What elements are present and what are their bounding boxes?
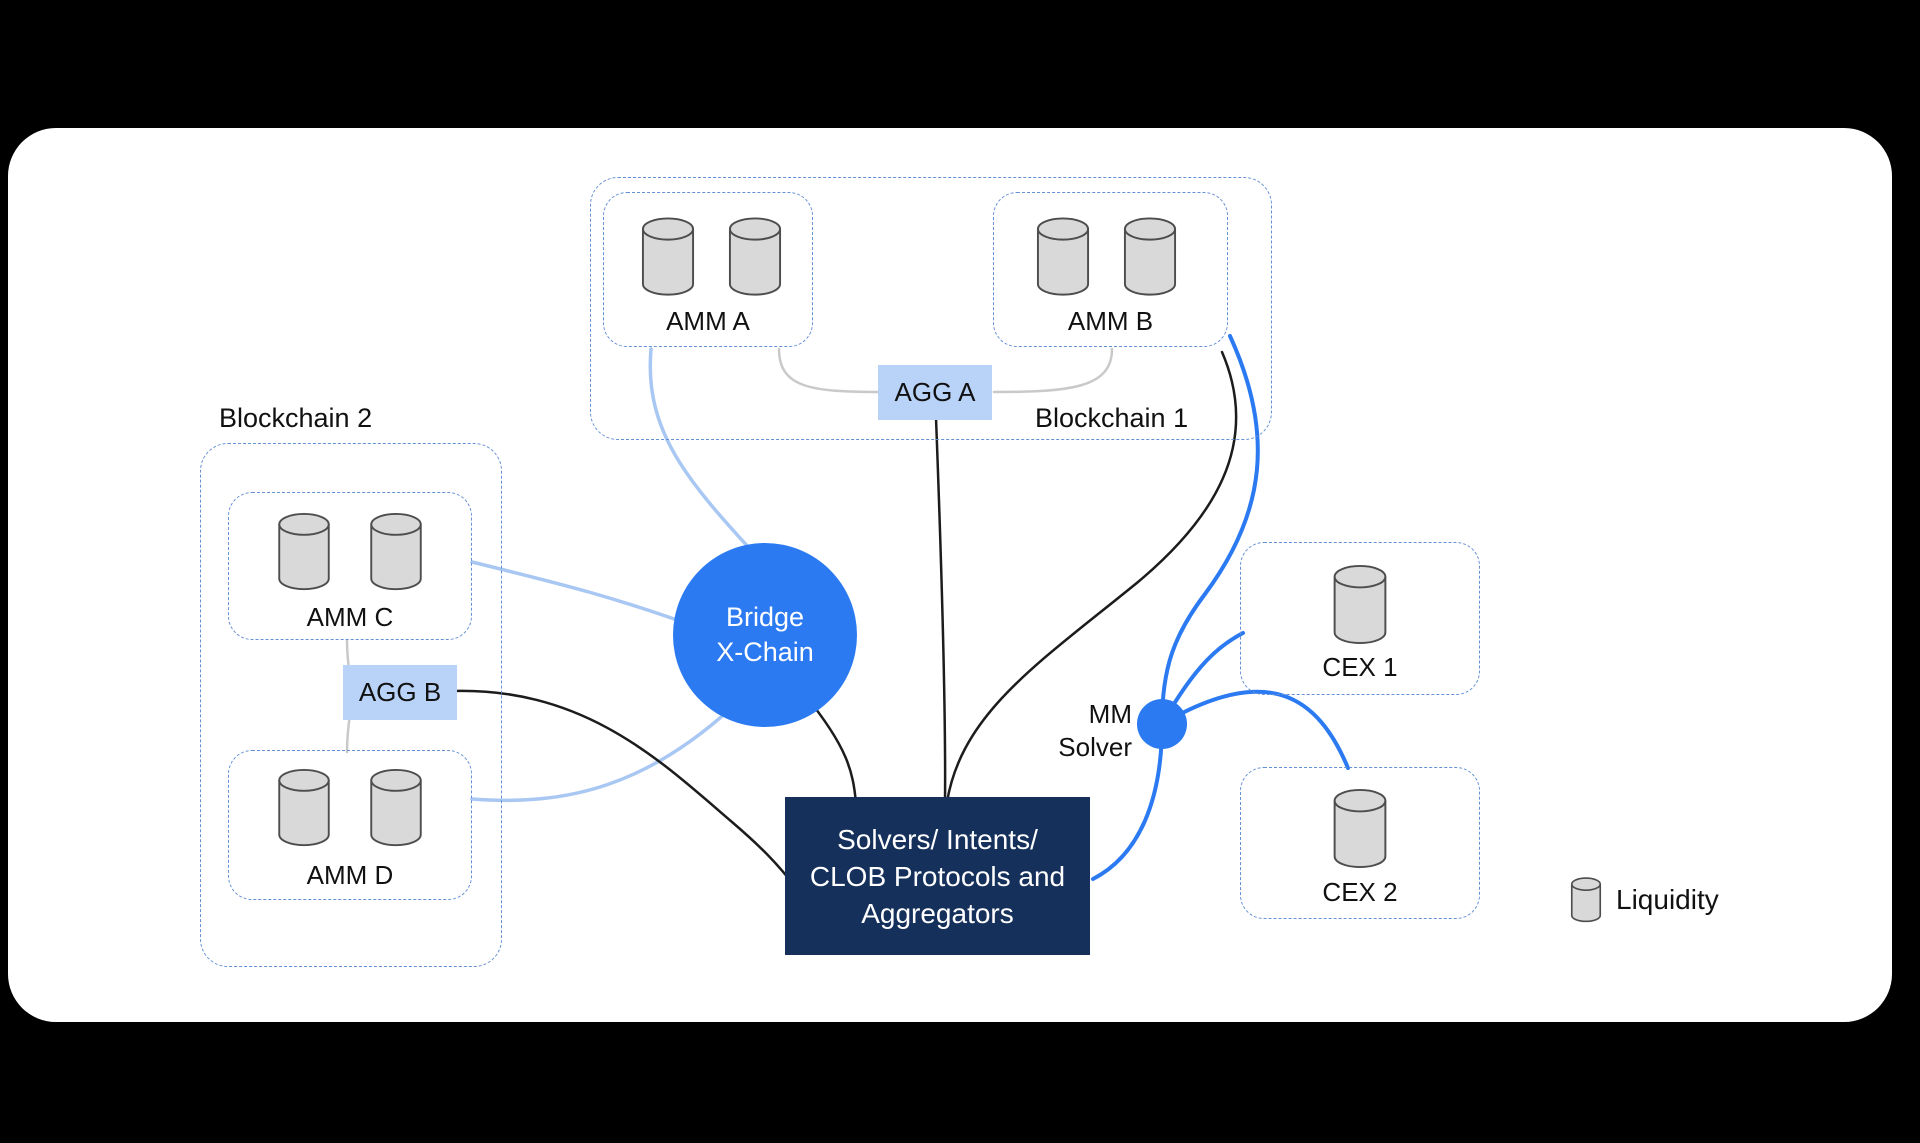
liquidity-cylinder-icon [1036, 217, 1090, 296]
mm-solver-dot [1137, 699, 1187, 749]
solvers-label-line3: Aggregators [861, 897, 1014, 929]
liquidity-cylinder-icon [728, 217, 782, 296]
amm-c-label: AMM C [306, 602, 394, 632]
amm-a-group [603, 192, 813, 347]
solvers-label-line1: Solvers/ Intents/ [837, 823, 1038, 855]
agg-b-node: AGG B [343, 665, 457, 720]
liquidity-cylinder-icon [370, 512, 422, 591]
solvers-node: Solvers/ Intents/ CLOB Protocols and Agg… [785, 797, 1090, 955]
amm-c-group [228, 492, 472, 640]
mm-solver-label-line1: MM [1088, 699, 1132, 729]
bridge-xchain-node: Bridge X-Chain [673, 543, 857, 727]
liquidity-cylinder-icon [278, 512, 330, 591]
amm-a-label: AMM A [666, 306, 750, 336]
mm-solver-label: MM Solver [1002, 698, 1132, 764]
liquidity-cylinder-icon [641, 217, 695, 296]
bridge-label-line1: Bridge [725, 602, 805, 632]
liquidity-legend: Liquidity [1570, 877, 1719, 923]
amm-b-group [993, 192, 1228, 347]
liquidity-cylinder-icon [1570, 877, 1602, 923]
cex2-label: CEX 2 [1322, 877, 1398, 907]
solvers-label-line2: CLOB Protocols and [809, 860, 1066, 892]
amm-d-label: AMM D [306, 860, 394, 890]
liquidity-cylinder-icon [1123, 217, 1177, 296]
liquidity-cylinder-icon [278, 768, 330, 847]
liquidity-cylinder-icon [1333, 788, 1387, 869]
cex1-label: CEX 1 [1322, 652, 1398, 682]
agg-a-node: AGG A [878, 365, 992, 420]
blockchain1-group [590, 177, 1272, 440]
agg-a-label: AGG A [894, 377, 976, 407]
amm-d-group [228, 750, 472, 900]
agg-b-label: AGG B [358, 677, 442, 707]
cex1-group [1240, 542, 1480, 695]
liquidity-label: Liquidity [1616, 884, 1719, 915]
blockchain2-label: Blockchain 2 [219, 403, 373, 433]
cex2-group [1240, 767, 1480, 919]
amm-b-label: AMM B [1067, 306, 1154, 336]
liquidity-cylinder-icon [370, 768, 422, 847]
blockchain1-label: Blockchain 1 [1035, 403, 1189, 433]
blockchain2-group [200, 443, 502, 967]
bridge-label-line2: X-Chain [716, 637, 814, 667]
liquidity-cylinder-icon [1333, 564, 1387, 645]
mm-solver-label-line2: Solver [1058, 732, 1132, 762]
